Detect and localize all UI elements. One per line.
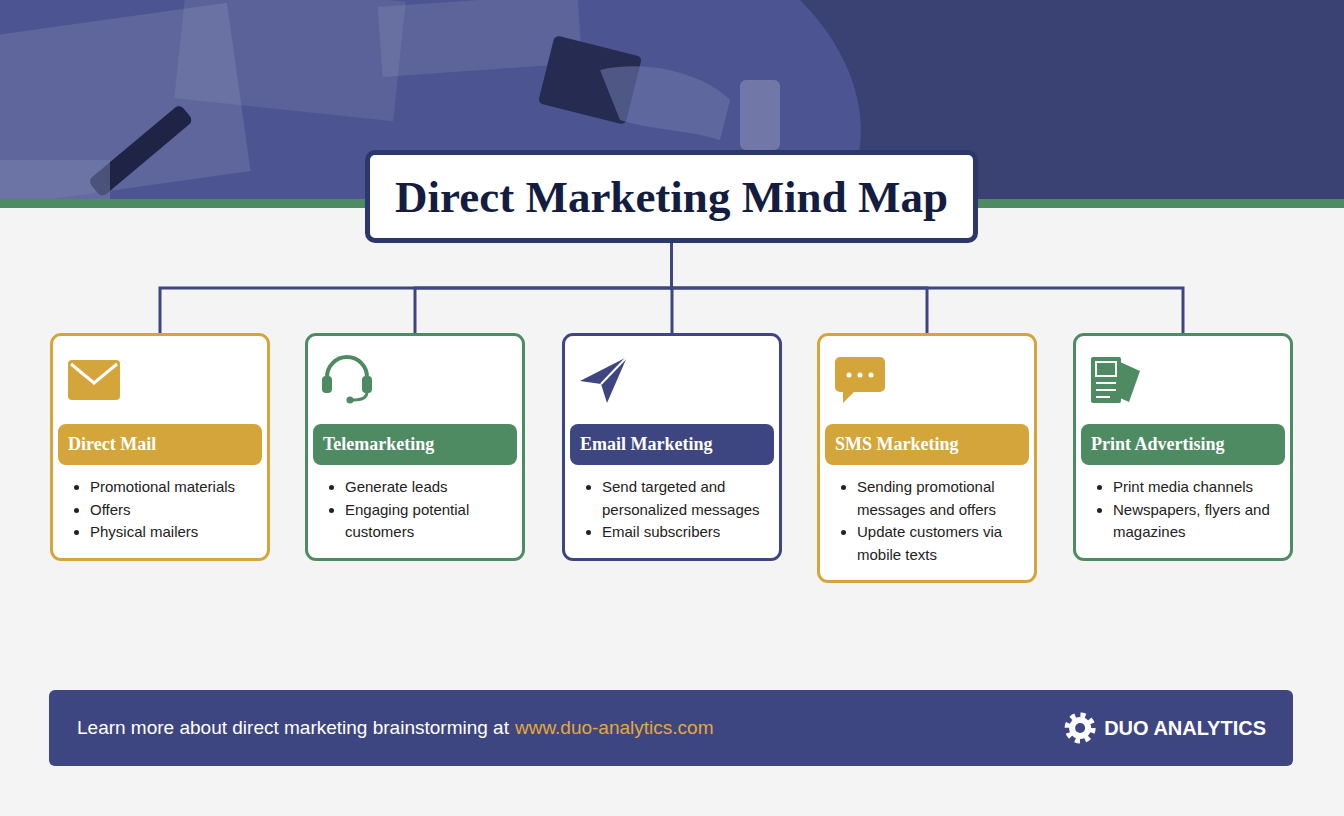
bullet-text: Email subscribers (602, 523, 720, 540)
bullet-text: Generate leads (345, 478, 448, 495)
gear-logo (1067, 715, 1093, 741)
brand-name: DUO ANALYTICS (1104, 717, 1266, 740)
paper-sheet (174, 0, 405, 121)
chat-tail (843, 390, 856, 403)
branch-connector (672, 243, 1184, 333)
front-page (1091, 357, 1121, 403)
card-heading-slot: Print Advertising (1081, 424, 1285, 465)
headset-icon (322, 357, 372, 404)
bullet-item: Email subscribers (570, 521, 774, 544)
paper-plane-icon (580, 357, 627, 403)
page-line (1096, 382, 1116, 384)
card-heading-slot: Email Marketing (570, 424, 774, 465)
watch (740, 80, 780, 150)
chat-dot (858, 373, 863, 378)
card-fill (50, 333, 270, 561)
category-heading: Email Marketing (570, 424, 774, 465)
bullet-item: Generate leads (313, 476, 517, 499)
card-heading-slot: SMS Marketing (825, 424, 1029, 465)
branch-connector (415, 243, 672, 333)
bullet-list: Generate leadsEngaging potential custome… (313, 476, 517, 544)
footer-text: Learn more about direct marketing brains… (77, 717, 509, 739)
bullet-list: Sending promotional messages and offersU… (825, 476, 1029, 566)
bullet-text: Physical mailers (90, 523, 198, 540)
hand (0, 160, 110, 200)
heading-text: Print Advertising (1091, 434, 1225, 455)
bullet-item: Offers (58, 499, 262, 522)
plane-fold (601, 357, 627, 384)
card-fill (817, 333, 1037, 583)
bullet-list: Promotional materialsOffersPhysical mail… (58, 476, 262, 544)
page-picture (1096, 362, 1116, 376)
page-line (1096, 389, 1116, 391)
bullet-item: Newspapers, flyers and magazines (1081, 499, 1285, 544)
heading-text: Email Marketing (580, 434, 713, 455)
footer-band: Learn more about direct marketing brains… (49, 690, 1293, 766)
card-heading-slot: Direct Mail (58, 424, 262, 465)
bullet-text: Update customers via mobile texts (857, 523, 1002, 563)
category-heading: Telemarketing (313, 424, 517, 465)
bullet-item: Update customers via mobile texts (825, 521, 1029, 566)
card-fill (305, 333, 525, 561)
bullet-text: Offers (90, 501, 131, 518)
title-box: Direct Marketing Mind Map (365, 150, 978, 243)
card-fill (562, 333, 782, 561)
title-text: Direct Marketing Mind Map (395, 171, 948, 223)
chat-bubble (835, 357, 885, 392)
category-heading: SMS Marketing (825, 424, 1029, 465)
plane-body (580, 357, 627, 403)
gear-body (1069, 717, 1091, 739)
branch-connector (160, 243, 672, 333)
bullet-item: Sending promotional messages and offers (825, 476, 1029, 521)
back-page (1120, 362, 1140, 402)
chat-dot (869, 373, 874, 378)
bullet-text: Sending promotional messages and offers (857, 478, 996, 518)
chat-dot (847, 373, 852, 378)
category-card: TelemarketingGenerate leadsEngaging pote… (305, 333, 525, 561)
hand (600, 66, 730, 140)
envelope-icon (68, 360, 120, 400)
footer-link: www.duo-analytics.com (515, 717, 714, 739)
bullet-text: Newspapers, flyers and magazines (1113, 501, 1270, 541)
headset-mic (353, 392, 367, 400)
bullet-text: Print media channels (1113, 478, 1253, 495)
gear-teeth (1067, 715, 1093, 741)
headset-mic-tip (347, 397, 354, 404)
card-fill (1073, 333, 1293, 561)
bullet-list: Print media channelsNewspapers, flyers a… (1081, 476, 1285, 544)
bullet-list: Send targeted and personalized messagesE… (570, 476, 774, 544)
category-card: Print AdvertisingPrint media channelsNew… (1073, 333, 1293, 561)
page-line (1096, 396, 1110, 398)
category-card: Direct MailPromotional materialsOffersPh… (50, 333, 270, 561)
chat-icon (835, 357, 885, 403)
headset-band (327, 357, 367, 384)
bullet-item: Physical mailers (58, 521, 262, 544)
heading-text: Telemarketing (323, 434, 434, 455)
category-heading: Direct Mail (58, 424, 262, 465)
envelope-flap (71, 364, 117, 383)
headset-cup (322, 376, 332, 393)
gear-hole (1075, 723, 1085, 733)
bullet-item: Promotional materials (58, 476, 262, 499)
envelope-body (68, 360, 120, 400)
category-heading: Print Advertising (1081, 424, 1285, 465)
card-heading-slot: Telemarketing (313, 424, 517, 465)
footer-fill (49, 690, 1293, 766)
bullet-text: Engaging potential customers (345, 501, 469, 541)
bullet-text: Promotional materials (90, 478, 235, 495)
bullet-item: Send targeted and personalized messages (570, 476, 774, 521)
heading-text: Direct Mail (68, 434, 156, 455)
bullet-item: Print media channels (1081, 476, 1285, 499)
bullet-text: Send targeted and personalized messages (602, 478, 760, 518)
heading-text: SMS Marketing (835, 434, 959, 455)
bullet-item: Engaging potential customers (313, 499, 517, 544)
print-icon (1091, 357, 1140, 403)
category-card: Email MarketingSend targeted and persona… (562, 333, 782, 561)
category-card: SMS MarketingSending promotional message… (817, 333, 1037, 583)
headset-cup (362, 376, 372, 393)
